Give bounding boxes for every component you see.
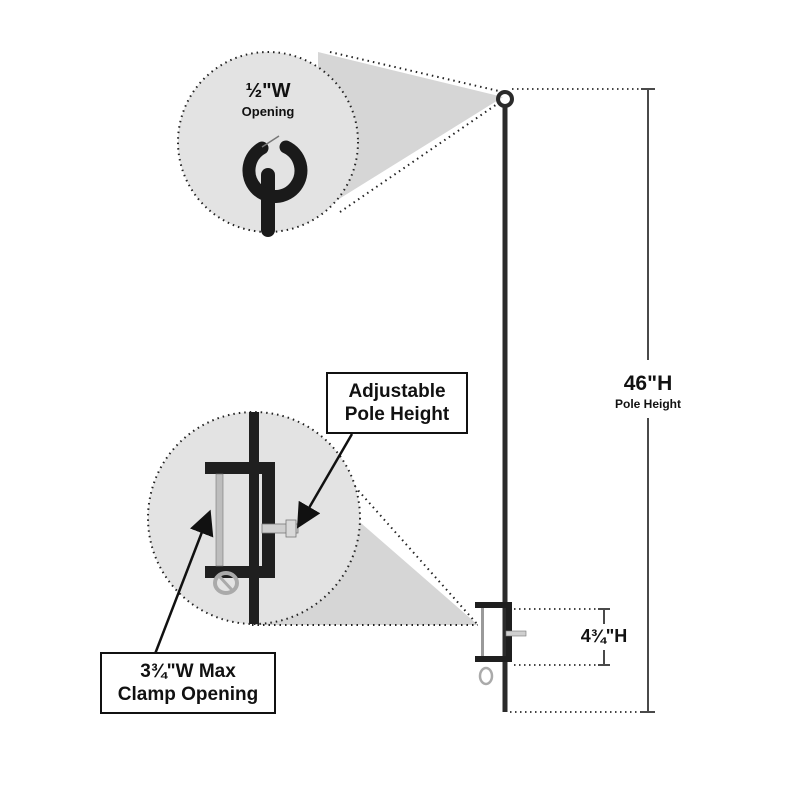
- clamp-height-dimension: [514, 608, 610, 666]
- top-cone-edge-upper: [329, 51, 504, 93]
- pole-full-view: [496, 90, 514, 712]
- clamp-opening-callout: 3¾"W Max Clamp Opening: [100, 652, 276, 714]
- adjustable-callout-line2: Pole Height: [344, 404, 450, 425]
- small-clamp: [475, 602, 527, 686]
- hook-zoom-icon: [242, 135, 308, 237]
- adjustable-callout-line1: Adjustable: [348, 381, 446, 402]
- opening-width-value: ½"W: [245, 80, 291, 102]
- adjustable-pole-callout: Adjustable Pole Height: [326, 372, 468, 434]
- clamp-opening-arrow: [153, 509, 214, 655]
- clamp-height-value: 4¾"H: [580, 626, 628, 646]
- top-zoom-cone: [318, 52, 503, 212]
- pole-height-label: Pole Height: [614, 397, 681, 411]
- top-zoom-circle: [177, 51, 359, 233]
- opening-label: Opening: [241, 104, 295, 119]
- pole-height-value: 46"H: [623, 372, 673, 395]
- clamp-zoom-icon: [205, 412, 299, 624]
- pole-height-dimension: [510, 88, 655, 713]
- clamp-callout-line2: Clamp Opening: [117, 684, 259, 705]
- adjustable-arrow: [296, 433, 354, 529]
- clamp-callout-line1: 3¾"W Max: [140, 661, 236, 682]
